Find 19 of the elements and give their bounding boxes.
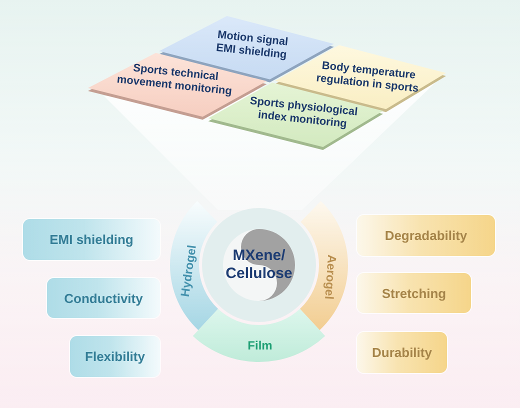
- property-card: [47, 278, 160, 318]
- property-label: Flexibility: [85, 349, 145, 364]
- property-label: EMI shielding: [50, 232, 134, 247]
- property-label: Stretching: [382, 286, 446, 300]
- property-card: [23, 219, 160, 260]
- segment-label: Film: [248, 339, 272, 353]
- property-label: Conductivity: [64, 290, 143, 306]
- segment-label: Hydrogel: [178, 244, 200, 298]
- property-card: [357, 215, 495, 256]
- tile-label: Body temperature regulation in sports: [314, 59, 420, 97]
- property-card: [357, 332, 447, 373]
- property-card: [357, 273, 471, 313]
- property-card: [70, 336, 160, 377]
- tile-label: Sports physiological index monitoring: [248, 94, 360, 133]
- tile-label: Sports technical movement monitoring: [115, 61, 234, 100]
- property-label: Degradability: [384, 228, 468, 243]
- segment-label: Aerogel: [322, 254, 338, 300]
- tile-label: Motion signal EMI shielding: [214, 28, 290, 64]
- property-label: Durability: [372, 345, 432, 360]
